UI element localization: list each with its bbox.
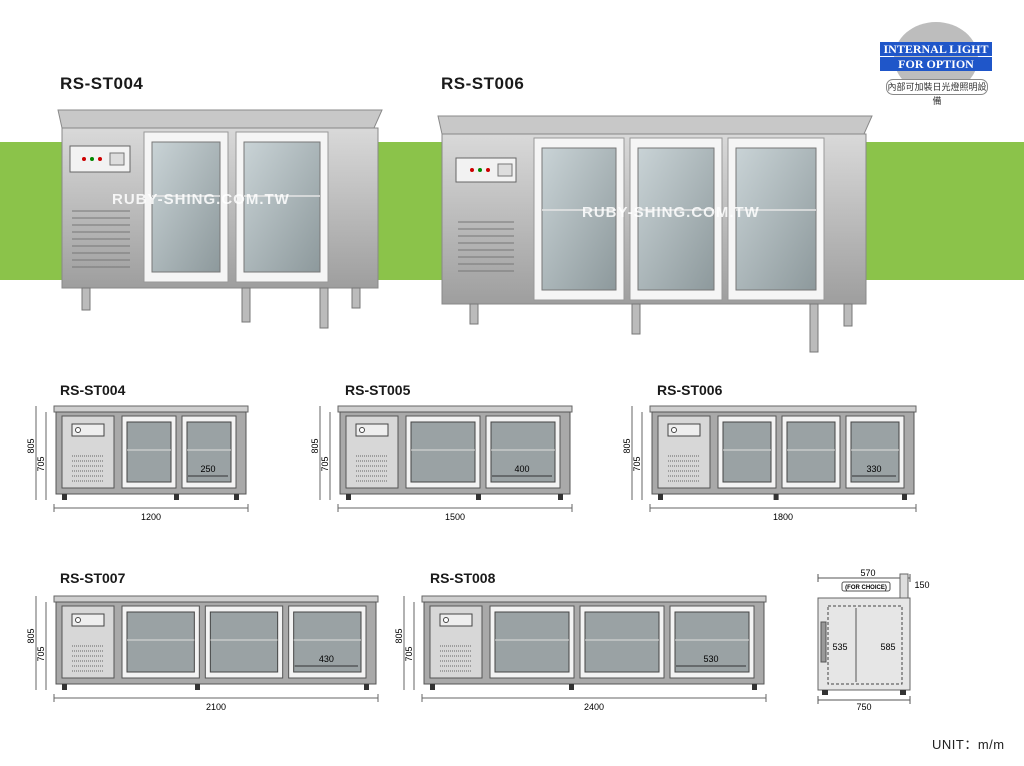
worktop (53, 405, 249, 413)
watermark-left: RUBY-SHING.COM.TW (112, 191, 290, 208)
worktop (421, 595, 767, 603)
control-panel (667, 423, 701, 437)
control-knob-icon (443, 617, 449, 623)
dim-door-width: 330 (866, 464, 881, 474)
control-knob-icon (75, 427, 81, 433)
control-panel (71, 423, 105, 437)
foot (773, 494, 779, 500)
foot (195, 684, 200, 690)
worktop (337, 405, 573, 413)
side-inner-height: 585 (880, 642, 895, 652)
foot (569, 684, 574, 690)
dim-height-total: 805 (394, 628, 404, 643)
door-glass (850, 421, 900, 483)
dim-width: 1500 (445, 512, 465, 522)
drawing-title-st006: RS-ST006 (657, 382, 723, 398)
side-inner-depth: 535 (832, 642, 847, 652)
dim-height-total: 805 (310, 438, 320, 453)
drawing-title-st007: RS-ST007 (60, 570, 126, 586)
door-glass (410, 421, 476, 483)
foot (346, 494, 351, 500)
unit-label: UNIT：m/m (932, 737, 1005, 752)
door-glass (209, 611, 279, 673)
door-glass (126, 611, 195, 673)
control-knob-icon (75, 617, 81, 623)
dim-width: 1800 (773, 512, 793, 522)
dim-height-total: 805 (622, 438, 632, 453)
control-panel (355, 423, 389, 437)
dim-door-width: 250 (200, 464, 215, 474)
foot (62, 494, 67, 500)
dim-height-body: 705 (632, 456, 642, 471)
dim-height-body: 705 (320, 456, 330, 471)
fridge-photo-st004 (57, 109, 383, 329)
door-glass (674, 611, 750, 673)
internal-light-badge: INTERNAL LIGHT FOR OPTION 內部可加裝日光燈照明設備 (880, 22, 992, 106)
side-backsplash: 150 (914, 580, 929, 590)
hero-title-left: RS-ST004 (60, 74, 144, 93)
side-for-choice: (FOR CHOICE) (845, 585, 887, 591)
side-depth-top: 570 (860, 568, 875, 578)
foot (752, 684, 757, 690)
drawing-title-st005: RS-ST005 (345, 382, 411, 398)
foot (476, 494, 481, 500)
door-glass (786, 421, 836, 483)
drawing-title-st008: RS-ST008 (430, 570, 496, 586)
side-view-drawing: (FOR CHOICE) 570 150 535 585 750 (817, 568, 930, 712)
dim-height-body: 705 (36, 646, 46, 661)
control-panel (71, 613, 105, 627)
dim-door-width: 400 (514, 464, 529, 474)
door-glass (584, 611, 660, 673)
door-glass (722, 421, 772, 483)
dim-height-total: 805 (26, 438, 36, 453)
door-glass (126, 421, 172, 483)
foot (658, 494, 663, 500)
badge-chinese-note: 內部可加裝日光燈照明設備 (886, 79, 988, 106)
dim-width: 1200 (141, 512, 161, 522)
watermark-right: RUBY-SHING.COM.TW (582, 204, 760, 221)
foot (430, 684, 435, 690)
dim-height-body: 705 (404, 646, 414, 661)
dim-height-total: 805 (26, 628, 36, 643)
door-glass (293, 611, 362, 673)
side-depth-bottom: 750 (856, 702, 871, 712)
control-knob-icon (671, 427, 677, 433)
door-glass (186, 421, 232, 483)
foot (62, 684, 67, 690)
badge-line1: INTERNAL LIGHT (880, 42, 992, 56)
control-panel (439, 613, 473, 627)
door-glass (490, 421, 556, 483)
worktop (53, 595, 379, 603)
dim-door-width: 530 (703, 654, 718, 664)
door-glass (494, 611, 570, 673)
dim-door-width: 430 (319, 654, 334, 664)
foot (902, 494, 907, 500)
control-knob-icon (359, 427, 365, 433)
hero-title-right: RS-ST006 (441, 74, 525, 93)
dim-width: 2100 (206, 702, 226, 712)
foot (234, 494, 239, 500)
drawing-title-st004: RS-ST004 (60, 382, 126, 398)
worktop (649, 405, 917, 413)
dim-height-body: 705 (36, 456, 46, 471)
dim-width: 2400 (584, 702, 604, 712)
fridge-photo-st006 (437, 115, 873, 353)
foot (174, 494, 179, 500)
foot (364, 684, 369, 690)
badge-line2: FOR OPTION (880, 57, 992, 71)
foot (558, 494, 563, 500)
